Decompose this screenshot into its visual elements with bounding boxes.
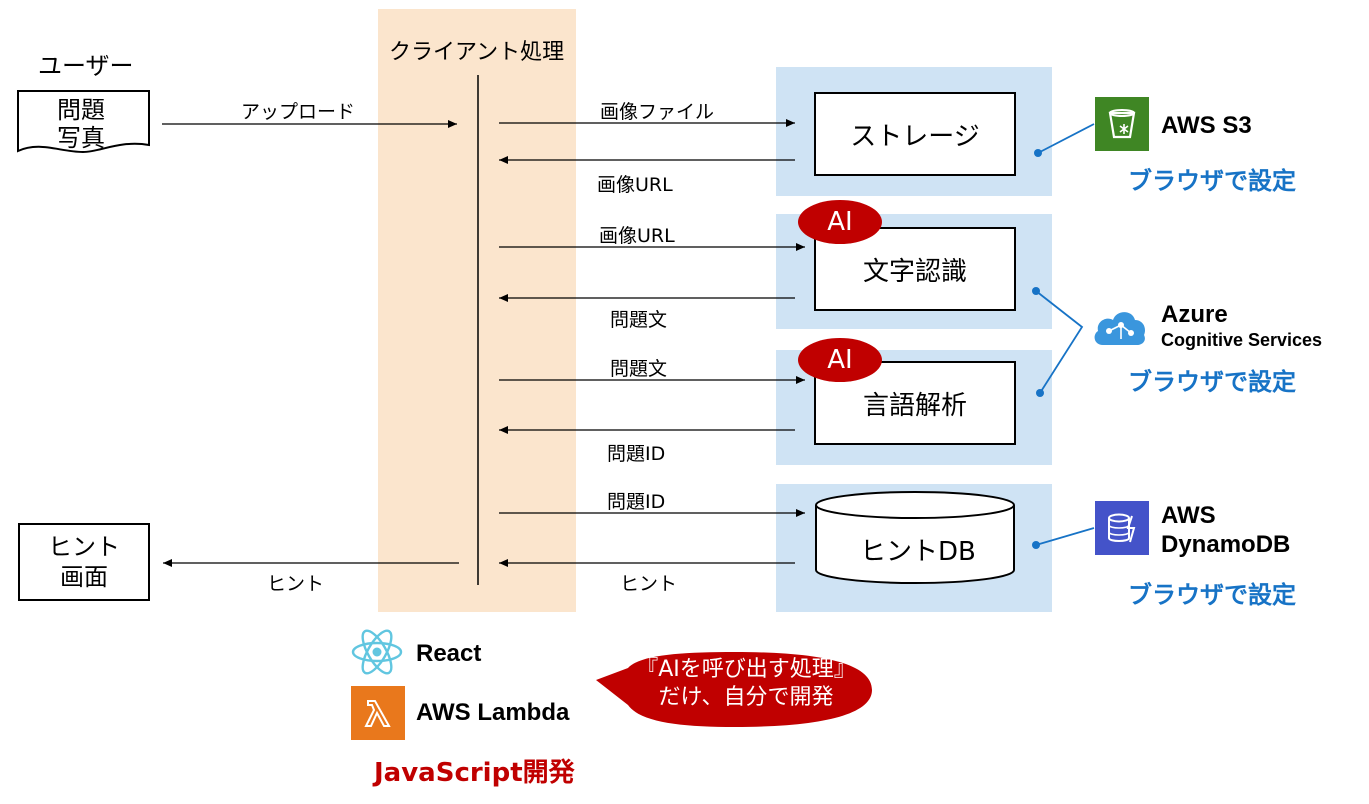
msg-hint-return: ヒント [620, 573, 678, 595]
msg-question-text-send: 問題文 [610, 358, 668, 380]
ai-badge-nlp: AI [798, 338, 882, 382]
lambda-icon [351, 686, 405, 740]
msg-upload: アップロード [241, 101, 356, 123]
storage-box: ストレージ [814, 92, 1016, 176]
msg-hint-to-user: ヒント [267, 573, 325, 595]
bubble-line1: 『AIを呼び出す処理』 [636, 657, 856, 682]
hint-screen-box: ヒント 画面 [18, 523, 150, 601]
lambda-label: AWS Lambda [416, 699, 570, 726]
browser-setup-azure: ブラウザで設定 [1128, 368, 1296, 396]
msg-image-url-return: 画像URL [597, 174, 673, 196]
javascript-dev-label: JavaScript開発 [374, 758, 575, 788]
azure-sub-label: Cognitive Services [1161, 330, 1323, 350]
msg-question-text-return: 問題文 [610, 309, 668, 331]
azure-label: Azure [1161, 301, 1228, 328]
dynamodb-icon [1095, 501, 1149, 555]
ai-badge-ocr: AI [798, 200, 882, 244]
msg-image-url-send: 画像URL [599, 225, 675, 247]
browser-setup-dynamodb: ブラウザで設定 [1128, 581, 1296, 609]
aws-label: AWS [1161, 502, 1216, 529]
msg-question-id-send: 問題ID [607, 491, 666, 513]
hint-screen-line2: 画面 [60, 563, 108, 591]
hint-screen-line1: ヒント [48, 533, 120, 561]
azure-cognitive-icon [1091, 301, 1147, 351]
nlp-box: 言語解析 [814, 361, 1016, 445]
photo-label-line2: 写真 [57, 124, 105, 152]
msg-question-id-return: 問題ID [607, 443, 666, 465]
photo-label-line1: 問題 [57, 96, 105, 124]
dynamodb-label: DynamoDB [1161, 531, 1291, 558]
hintdb-label: ヒントDB [860, 537, 976, 567]
s3-bucket-icon [1095, 97, 1149, 151]
aws-s3-label: AWS S3 [1161, 112, 1252, 139]
react-label: React [416, 640, 482, 667]
client-title: クライアント処理 [389, 40, 565, 65]
user-label: ユーザー [38, 52, 134, 80]
msg-image-file: 画像ファイル [600, 101, 715, 123]
client-panel [378, 9, 576, 612]
browser-setup-s3: ブラウザで設定 [1128, 167, 1296, 195]
react-icon [351, 626, 403, 678]
bubble-line2: だけ、自分で開発 [658, 685, 834, 710]
